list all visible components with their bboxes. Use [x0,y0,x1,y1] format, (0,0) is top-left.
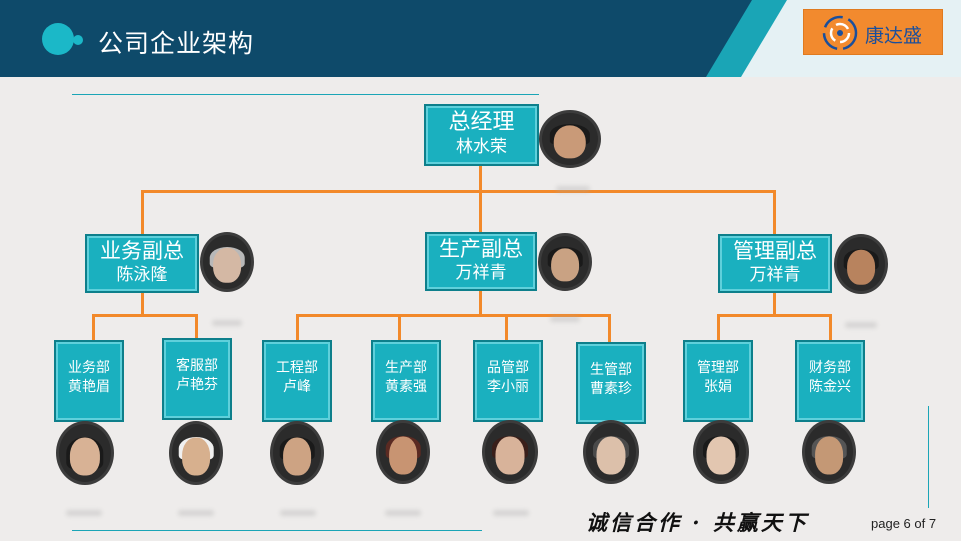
connector [296,314,611,317]
faded-caption [845,322,877,328]
avatar-photo [200,232,254,292]
person-name: 陈金兴 [809,379,851,395]
page-title: 公司企业架构 [98,29,255,58]
faded-caption [212,320,242,326]
connector [773,190,776,234]
person-name: 黄艳眉 [68,379,110,395]
role-title: 生产副总 [439,237,523,261]
faded-caption [493,510,529,516]
person-name: 林水荣 [456,137,507,157]
logo-text: 康达盛 [865,25,923,47]
connector [717,314,832,317]
connector [92,314,95,340]
right-divider-line [928,406,929,508]
connector [608,314,611,342]
org-box-dept-business[interactable]: 业务部 黄艳眉 [54,340,124,422]
person-name: 万祥青 [455,263,507,283]
bottom-divider-line [72,530,482,531]
dept-title: 品管部 [487,360,529,376]
person-name: 曹素珍 [590,381,632,397]
org-box-dept-customer-service[interactable]: 客服部 卢艳芬 [162,338,232,420]
connector [296,314,299,340]
avatar-photo [169,421,223,485]
connector [195,314,198,340]
faded-caption [178,510,214,516]
org-box-vp-business[interactable]: 业务副总 陈泳隆 [85,234,199,293]
connector [717,314,720,340]
faded-caption [66,510,102,516]
title-bullet-small-icon [73,35,83,45]
person-name: 李小丽 [487,379,529,395]
avatar-photo [538,233,592,291]
connector [398,314,401,340]
role-title: 业务副总 [100,239,184,263]
person-name: 卢艳芬 [176,377,218,393]
swirl-logo-icon [822,15,858,51]
connector [479,290,482,316]
dept-title: 生产部 [385,360,427,376]
connector [141,190,144,236]
connector [479,165,482,193]
connector [773,292,776,316]
role-title: 总经理 [448,110,515,135]
org-box-dept-management[interactable]: 管理部 张娟 [683,340,753,422]
connector [829,314,832,340]
avatar-photo [56,421,114,485]
org-box-vp-management[interactable]: 管理副总 万祥青 [718,234,832,293]
dept-title: 客服部 [176,358,218,374]
avatar-photo [482,420,538,484]
org-box-dept-engineering[interactable]: 工程部 卢峰 [262,340,332,422]
person-name: 黄素强 [385,379,427,395]
role-title: 管理副总 [733,239,817,263]
header-bar: 公司企业架构 康达盛 [0,0,961,77]
dept-title: 管理部 [697,360,739,376]
dept-title: 生管部 [590,362,632,378]
title-bullet-icon [42,23,74,55]
org-box-dept-production[interactable]: 生产部 黄素强 [371,340,441,422]
dept-title: 财务部 [809,360,851,376]
dept-title: 业务部 [68,360,110,376]
avatar-photo [834,234,888,294]
dept-title: 工程部 [276,360,318,376]
connector [505,314,508,340]
person-name: 陈泳隆 [116,265,168,285]
connector [141,190,776,193]
avatar-photo [693,420,749,484]
connector [92,314,198,317]
company-logo: 康达盛 [803,9,943,55]
person-name: 万祥青 [749,265,801,285]
faded-caption [556,186,590,192]
page-number: page 6 of 7 [871,516,937,531]
connector [479,190,482,233]
top-divider-line [72,94,539,95]
person-name: 张娟 [704,379,732,395]
org-box-vp-production[interactable]: 生产副总 万祥青 [425,232,537,291]
org-box-dept-production-control[interactable]: 生管部 曹素珍 [576,342,646,424]
avatar-photo [270,421,324,485]
org-box-dept-quality[interactable]: 品管部 李小丽 [473,340,543,422]
avatar-photo [539,110,601,168]
faded-caption [280,510,316,516]
avatar-photo [583,420,639,484]
org-box-dept-finance[interactable]: 财务部 陈金兴 [795,340,865,422]
company-motto: 诚信合作 · 共赢天下 [586,510,809,535]
avatar-photo [802,420,856,484]
org-box-general-manager[interactable]: 总经理 林水荣 [424,104,539,166]
person-name: 卢峰 [283,379,311,395]
connector [141,292,144,316]
faded-caption [385,510,421,516]
avatar-photo [376,420,430,484]
faded-caption [550,316,580,322]
